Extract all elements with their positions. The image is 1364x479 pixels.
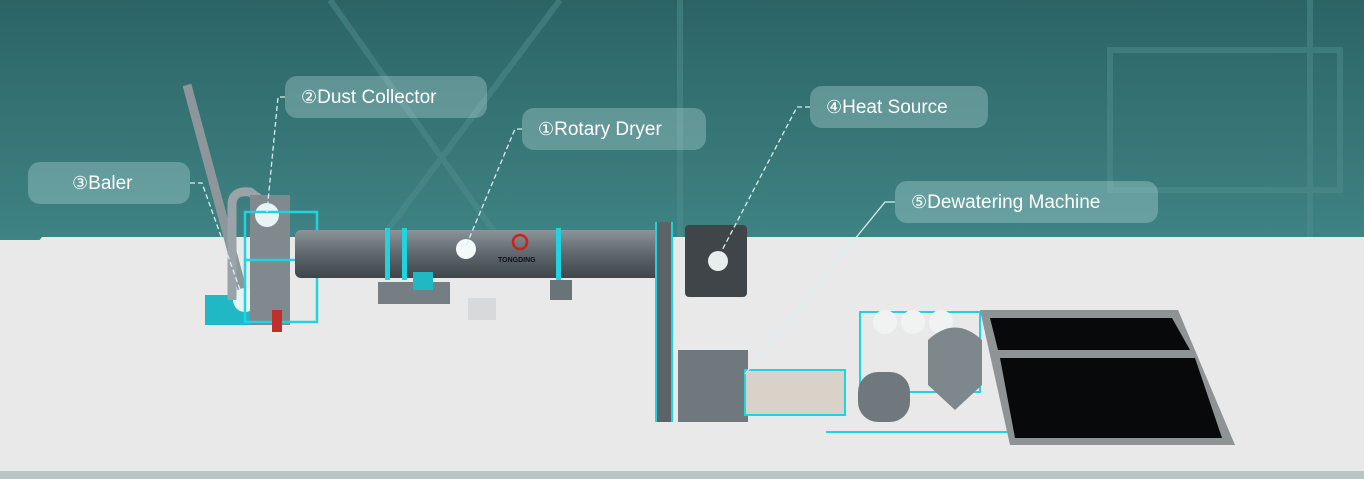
label-number: ① (538, 119, 555, 139)
label-heat-source: ④Heat Source (810, 86, 988, 128)
label-number: ② (301, 87, 318, 107)
label-dust-collector: ②Dust Collector (285, 76, 487, 118)
settling-tanks (980, 310, 1235, 445)
dewatering-machine (678, 310, 1200, 433)
logo-text: TONGDING (498, 257, 536, 264)
heat-source-machine (685, 225, 747, 297)
label-number: ④ (826, 97, 843, 117)
label-number: ③ (72, 173, 89, 193)
bottom-strip (0, 471, 1364, 479)
label-text: Rotary Dryer (554, 119, 662, 140)
label-dewatering-machine: ⑤Dewatering Machine (895, 181, 1158, 223)
logo-icon (511, 233, 529, 251)
label-text: Baler (88, 173, 133, 194)
label-text: Dewatering Machine (927, 192, 1101, 213)
conveyor (655, 222, 673, 422)
label-baler: ③Baler (28, 162, 190, 204)
background-structure (327, 0, 1343, 242)
label-text: Dust Collector (317, 87, 437, 108)
label-rotary-dryer: ①Rotary Dryer (522, 108, 706, 150)
rotary-dryer-machine: TONGDING (295, 228, 665, 320)
leader-lines (190, 96, 895, 375)
label-text: Heat Source (842, 97, 948, 118)
label-number: ⑤ (911, 192, 928, 212)
